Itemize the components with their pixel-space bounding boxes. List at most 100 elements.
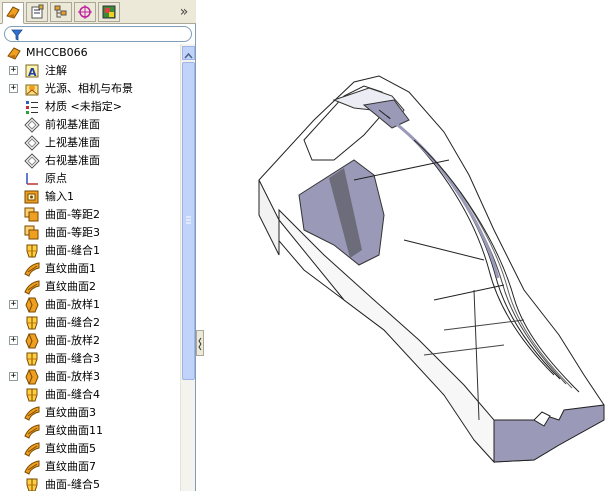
grip-icon	[186, 216, 191, 224]
tree-item[interactable]: 曲面-缝合2	[0, 314, 180, 332]
part-icon	[6, 45, 22, 61]
annotations-icon: A	[24, 63, 40, 79]
tree-item-label: 曲面-放样3	[45, 370, 100, 383]
svg-text:A: A	[28, 66, 37, 79]
tree-item[interactable]: 直纹曲面5	[0, 440, 180, 458]
lights-icon	[24, 81, 40, 97]
expand-toggle[interactable]: +	[9, 65, 18, 75]
knit-surface-icon	[24, 243, 40, 259]
tree-item[interactable]: 曲面-等距3	[0, 224, 180, 242]
tree-item[interactable]: 右视基准面	[0, 152, 180, 170]
tree-item-label: 输入1	[45, 190, 74, 203]
tree-item[interactable]: 直纹曲面3	[0, 404, 180, 422]
tree-filter-input[interactable]	[4, 26, 192, 42]
feature-manager-icon	[6, 6, 20, 19]
tree-item-label: 曲面-等距2	[45, 208, 100, 221]
tree-item-label: 曲面-缝合1	[45, 244, 100, 257]
tree-item-label: 直纹曲面7	[45, 460, 96, 473]
manager-tab-bar: »	[0, 0, 196, 24]
tree-item-label: 曲面-缝合4	[45, 388, 100, 401]
ruled-surface-icon	[24, 441, 40, 457]
tree-item[interactable]: 直纹曲面2	[0, 278, 180, 296]
ruled-surface-icon	[24, 279, 40, 295]
tree-item-label: 曲面-缝合2	[45, 316, 100, 329]
tab-display-manager[interactable]	[98, 2, 120, 22]
double-chevron-icon	[198, 337, 202, 351]
tree-item[interactable]: 直纹曲面11	[0, 422, 180, 440]
tree-item-label: 直纹曲面5	[45, 442, 96, 455]
offset-surface-icon	[24, 207, 40, 223]
plane-icon	[24, 117, 40, 133]
feature-tree: MHCCB066 + A 注解 + 光源、相机与布景材质 <未指定> 前视基准面上视基准面右…	[0, 44, 180, 491]
tab-configuration-manager[interactable]	[50, 2, 72, 22]
tree-item-label: 直纹曲面1	[45, 262, 96, 275]
filter-icon	[11, 29, 23, 41]
ruled-surface-icon	[24, 261, 40, 277]
knit-surface-icon	[24, 351, 40, 367]
tree-item-label: 曲面-缝合5	[45, 478, 100, 491]
tree-item-label: 原点	[45, 172, 67, 185]
tree-item[interactable]: 曲面-缝合3	[0, 350, 180, 368]
loft-surface-icon	[24, 369, 40, 385]
scroll-up-button[interactable]	[182, 46, 195, 60]
expand-toggle[interactable]: +	[9, 335, 18, 345]
tab-feature-manager[interactable]	[2, 2, 24, 24]
panel-splitter-handle[interactable]	[196, 330, 204, 356]
property-manager-icon	[31, 4, 44, 19]
loft-surface-icon	[24, 297, 40, 313]
tree-item[interactable]: 输入1	[0, 188, 180, 206]
tree-item[interactable]: + A 注解	[0, 62, 180, 80]
ruled-surface-icon	[24, 405, 40, 421]
ruled-surface-icon	[24, 423, 40, 439]
tree-item[interactable]: 曲面-等距2	[0, 206, 180, 224]
tree-item-label: MHCCB066	[26, 46, 88, 59]
collapse-panel-button[interactable]: »	[179, 4, 189, 20]
tree-item[interactable]: 前视基准面	[0, 116, 180, 134]
tree-item-label: 直纹曲面3	[45, 406, 96, 419]
tree-item-label: 曲面-放样1	[45, 298, 100, 311]
material-icon	[24, 99, 40, 115]
tree-item[interactable]: 曲面-缝合1	[0, 242, 180, 260]
part-model-3d	[258, 75, 605, 464]
expand-toggle[interactable]: +	[9, 299, 18, 309]
tree-item-label: 右视基准面	[45, 154, 100, 167]
feature-manager-panel: » MHCCB066 + A 注解 + 光源、相机与布景材质 <未指定> 前视基准面上视基准…	[0, 0, 196, 491]
tree-item[interactable]: + 曲面-放样3	[0, 368, 180, 386]
tree-item[interactable]: +曲面-放样2	[0, 332, 180, 350]
tree-item[interactable]: 上视基准面	[0, 134, 180, 152]
chevron-up-icon	[184, 52, 193, 59]
tree-item[interactable]: + 光源、相机与布景	[0, 80, 180, 98]
origin-icon	[24, 171, 40, 187]
plane-icon	[24, 135, 40, 151]
knit-surface-icon	[24, 477, 40, 491]
tab-dimxpert-manager[interactable]	[74, 2, 96, 22]
tree-item-label: 光源、相机与布景	[45, 82, 133, 95]
display-manager-icon	[102, 5, 116, 19]
dimxpert-manager-icon	[78, 5, 92, 19]
import-icon	[24, 189, 40, 205]
tree-item-label: 材质 <未指定>	[45, 100, 122, 113]
expand-toggle[interactable]: +	[9, 371, 18, 381]
tree-item[interactable]: 曲面-缝合5	[0, 476, 180, 491]
loft-surface-icon	[24, 333, 40, 349]
tab-property-manager[interactable]	[26, 2, 48, 22]
tree-item[interactable]: 曲面-缝合4	[0, 386, 180, 404]
graphics-viewport[interactable]	[204, 0, 614, 491]
tree-item-label: 曲面-等距3	[45, 226, 100, 239]
expand-toggle[interactable]: +	[9, 83, 18, 93]
tree-item[interactable]: + 曲面-放样1	[0, 296, 180, 314]
tree-item[interactable]: 直纹曲面7	[0, 458, 180, 476]
knit-surface-icon	[24, 315, 40, 331]
tree-item[interactable]: 材质 <未指定>	[0, 98, 180, 116]
tree-item-label: 上视基准面	[45, 136, 100, 149]
tree-item[interactable]: 直纹曲面1	[0, 260, 180, 278]
offset-surface-icon	[24, 225, 40, 241]
tree-root-node[interactable]: MHCCB066	[0, 44, 180, 62]
plane-icon	[24, 153, 40, 169]
tree-scrollbar[interactable]	[180, 44, 195, 491]
tree-item-label: 前视基准面	[45, 118, 100, 131]
tree-item-label: 直纹曲面11	[45, 424, 103, 437]
tree-item[interactable]: 原点	[0, 170, 180, 188]
scroll-thumb[interactable]	[182, 62, 195, 380]
tree-item-label: 注解	[45, 64, 67, 77]
